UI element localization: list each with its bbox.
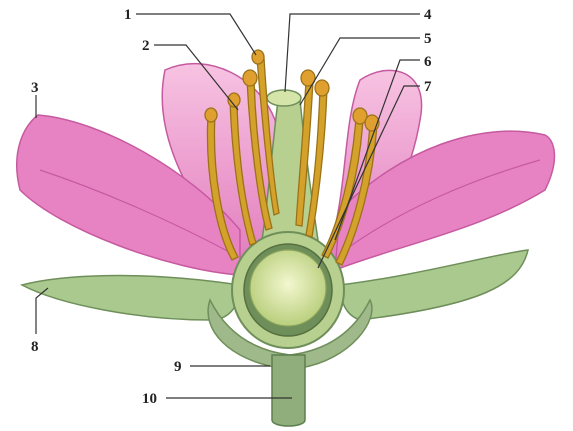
anther xyxy=(243,70,257,86)
label-4: 4 xyxy=(424,7,432,23)
label-8: 8 xyxy=(31,339,39,355)
stigma xyxy=(267,90,301,106)
label-9: 9 xyxy=(174,359,182,375)
label-3: 3 xyxy=(31,80,39,96)
anther xyxy=(205,108,217,122)
stem xyxy=(272,355,305,426)
label-6: 6 xyxy=(424,54,432,70)
label-1: 1 xyxy=(124,7,132,23)
label-7: 7 xyxy=(424,79,432,95)
label-10: 10 xyxy=(142,391,157,407)
label-5: 5 xyxy=(424,31,432,47)
leader-1 xyxy=(136,14,256,55)
ovule xyxy=(250,250,326,326)
label-2: 2 xyxy=(142,38,150,54)
anther xyxy=(315,80,329,96)
